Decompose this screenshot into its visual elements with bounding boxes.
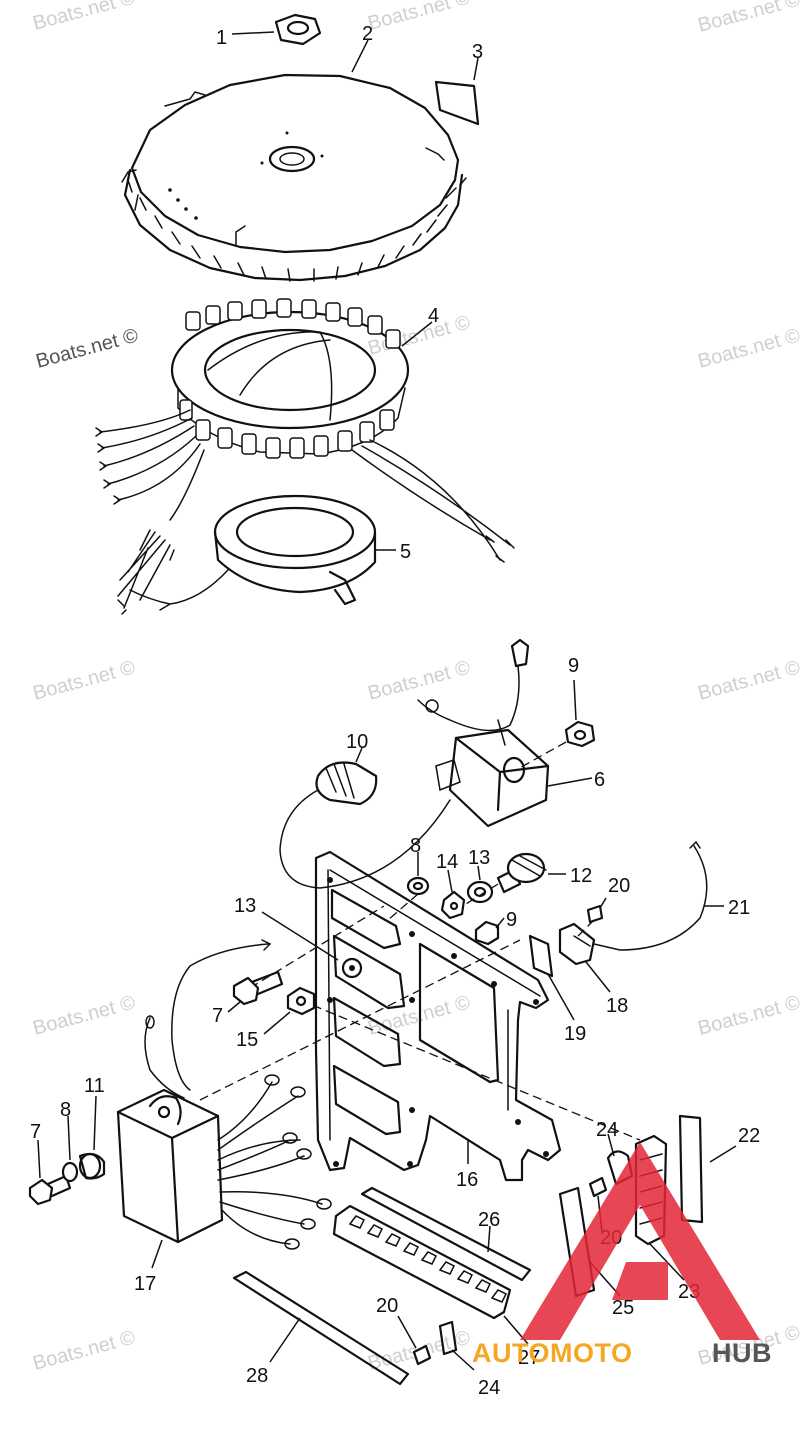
callout-label: 13 (234, 895, 256, 917)
bolt (227, 970, 284, 1013)
brand-name-part1: AUTOMOTO (472, 1338, 633, 1368)
callout-label: 10 (346, 731, 368, 753)
callout-label: 6 (594, 769, 605, 791)
callout-label: 19 (564, 1023, 586, 1045)
callout-label: 3 (472, 41, 483, 63)
nut (515, 679, 596, 771)
callout-label: 9 (568, 655, 579, 677)
watermark: Boats.net © (31, 1326, 138, 1374)
flywheel (121, 39, 467, 282)
callout-label: 9 (506, 909, 517, 931)
callout-label: 8 (60, 1099, 71, 1121)
decal (528, 934, 575, 1021)
decal (678, 1114, 737, 1224)
watermark: Boats.net © (696, 656, 800, 704)
spark-plug-boot (279, 747, 451, 889)
nut (263, 986, 316, 1035)
watermark: Boats.net © (366, 656, 473, 704)
callout-label: 22 (738, 1125, 760, 1147)
watermark: Boats.net © (31, 991, 138, 1039)
sensor (465, 852, 566, 905)
decal (434, 57, 480, 126)
watermarks: Boats.net © Boats.net © Boats.net © Boat… (31, 0, 800, 1375)
switch (558, 922, 611, 993)
callout-label: 15 (236, 1029, 258, 1051)
mounting-plate (199, 850, 641, 1182)
ground-wire (144, 939, 272, 1099)
watermark: Boats.net © (696, 324, 800, 372)
stator (95, 298, 515, 563)
watermark: Boats.net © (696, 991, 800, 1039)
screw (397, 1315, 475, 1371)
brand-logo: AUTOMOTO HUB (472, 1142, 772, 1368)
watermark: Boats.net © (696, 0, 800, 37)
washer (387, 852, 430, 921)
callout-label: 16 (456, 1169, 478, 1191)
brand-name-part2: HUB (712, 1338, 772, 1368)
trigger-coil (117, 494, 396, 615)
marker-strip (232, 1270, 410, 1386)
callout-label: 8 (410, 835, 421, 857)
logo-triangle (520, 1142, 760, 1340)
callout-label: 20 (376, 1295, 398, 1317)
screw (577, 897, 607, 937)
watermark: Boats.net © (366, 0, 473, 35)
terminal-strip (332, 1204, 529, 1345)
callout-label: 24 (478, 1377, 500, 1399)
callout-label: 28 (246, 1365, 268, 1387)
callout-label: 7 (212, 1005, 223, 1027)
callout-label: 14 (436, 851, 458, 873)
decal (360, 1186, 532, 1282)
wire-plug (417, 638, 530, 746)
callout-label: 17 (134, 1273, 156, 1295)
callout-label: 7 (30, 1121, 41, 1143)
callout-label: 12 (570, 865, 592, 887)
nut (474, 917, 505, 946)
callout-label: 21 (728, 897, 750, 919)
callout-label: 4 (428, 305, 439, 327)
callout-label: 13 (468, 847, 490, 869)
callout-label: 24 (596, 1119, 618, 1141)
bolt-stack (28, 1095, 106, 1206)
watermark: Boats.net © (31, 0, 138, 35)
watermark: Boats.net © (34, 324, 141, 372)
callout-label: 5 (400, 541, 411, 563)
callout-label: 20 (608, 875, 630, 897)
callout-label: 18 (606, 995, 628, 1017)
watermark: Boats.net © (31, 656, 138, 704)
nut (231, 13, 322, 46)
callout-label: 2 (362, 23, 373, 45)
callout-label: 26 (478, 1209, 500, 1231)
callout-label: 11 (84, 1075, 105, 1097)
washer (261, 911, 339, 961)
lock-washer (440, 869, 466, 920)
power-pack (116, 1074, 332, 1269)
washer (466, 865, 494, 904)
callout-label: 25 (612, 1297, 634, 1319)
callout-label: 27 (518, 1347, 540, 1369)
ignition-coil (435, 728, 593, 828)
callout-label: 1 (216, 27, 227, 49)
wire (593, 840, 724, 951)
